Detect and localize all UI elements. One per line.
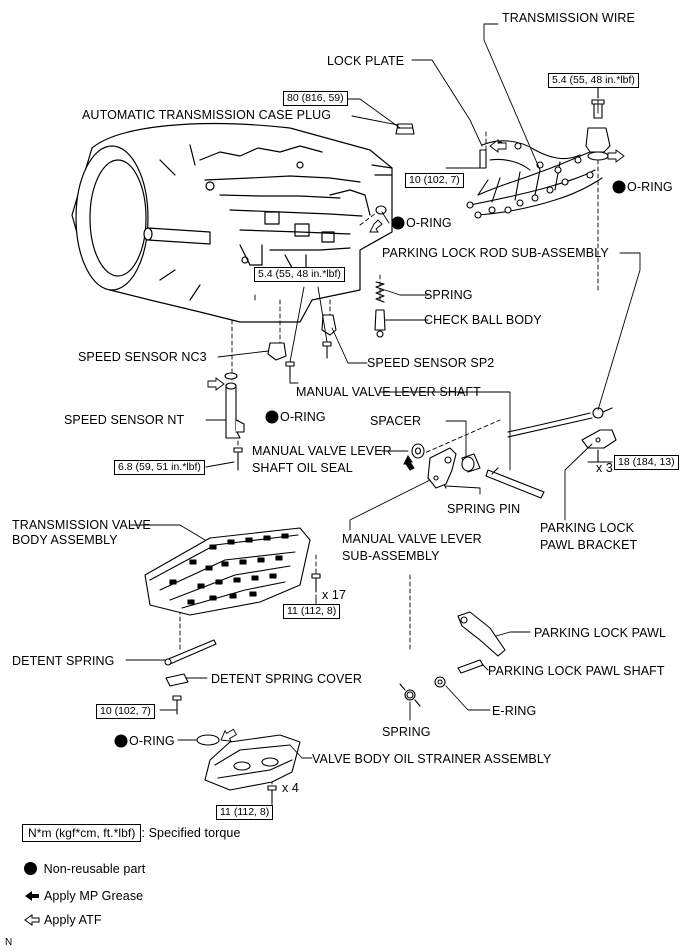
torque-box: 11 (112, 8) [283, 604, 341, 619]
legend-non-reusable-text: Non-reusable part [43, 862, 146, 876]
label-o-ring-3: O-RING [280, 410, 326, 424]
label-manual-valve-lever-shaft: MANUAL VALVE LEVER SHAFT [296, 385, 481, 399]
torque-box: 6.8 (59, 51 in.*lbf) [114, 460, 205, 475]
atf-arrow-2 [607, 149, 625, 163]
label-pawl-bracket-1: PARKING LOCK [540, 521, 635, 535]
oil-seal [411, 443, 425, 459]
oil-strainer [204, 734, 301, 804]
pawl-shaft [457, 659, 484, 674]
spacer [461, 453, 481, 473]
label-check-ball-body: CHECK BALL BODY [424, 313, 542, 327]
legend-torque: N*m (kgf*cm, ft.*lbf): Specified torque [22, 824, 241, 842]
atf-arrow-1 [489, 139, 507, 153]
atf-arrow-4 [207, 377, 225, 391]
label-spring-pin: SPRING PIN [447, 502, 521, 516]
speed-sensor-sp2 [321, 314, 337, 359]
grease-arrow [403, 455, 415, 471]
legend-torque-text: : Specified torque [141, 826, 241, 840]
o-ring-dot-1 [391, 216, 405, 230]
torque-box: 11 (112, 8) [216, 805, 274, 820]
o-ring-dot-3 [265, 410, 279, 424]
label-speed-sensor-sp2: SPEED SENSOR SP2 [367, 356, 495, 370]
speed-sensor-nc3 [267, 342, 295, 379]
torque-box: 80 (816, 59) [283, 91, 348, 106]
torque-box: 10 (102, 7) [96, 704, 155, 719]
torsion-spring [399, 683, 421, 707]
parking-lock-pawl [457, 611, 506, 657]
label-o-ring-2: O-RING [627, 180, 673, 194]
label-valve-body-1: TRANSMISSION VALVE [12, 518, 151, 532]
footer-code: N [5, 937, 13, 948]
legend-mp-grease: Apply MP Grease [24, 889, 143, 903]
label-valve-body-2: BODY ASSEMBLY [12, 533, 118, 547]
speed-sensor-nt [224, 372, 245, 471]
manual-valve-lever-shaft [485, 467, 545, 499]
manual-valve-lever [427, 447, 457, 489]
label-transmission-wire: TRANSMISSION WIRE [502, 11, 635, 25]
torque-box: 10 (102, 7) [405, 173, 464, 188]
torque-box: 5.4 (55, 48 in.*lbf) [548, 73, 639, 88]
wire-connector [585, 87, 611, 161]
label-pawl-bracket-2: PAWL BRACKET [540, 538, 638, 552]
label-detent-spring-cover: DETENT SPRING COVER [211, 672, 362, 686]
label-pawl-shaft: PARKING LOCK PAWL SHAFT [488, 664, 665, 678]
label-oil-strainer: VALVE BODY OIL STRAINER ASSEMBLY [312, 752, 552, 766]
label-lock-plate: LOCK PLATE [327, 54, 405, 68]
legend-atf-text: Apply ATF [44, 913, 102, 927]
legend-atf: Apply ATF [24, 913, 102, 927]
case-plug [395, 123, 415, 135]
label-spring-2: SPRING [382, 725, 431, 739]
hollow-arrow-icon [24, 914, 40, 926]
legend-torque-box: N*m (kgf*cm, ft.*lbf) [22, 824, 142, 842]
label-qty-x4: x 4 [282, 781, 299, 795]
parking-lock-rod [507, 407, 613, 438]
legend-mp-grease-text: Apply MP Grease [44, 889, 144, 903]
transmission-case [71, 123, 393, 323]
detent-spring [164, 639, 217, 666]
label-spring-1: SPRING [424, 288, 473, 302]
label-oil-seal-2: SHAFT OIL SEAL [252, 461, 353, 475]
label-qty-x17: x 17 [322, 588, 347, 602]
e-ring [434, 676, 446, 688]
o-ring-dot-4 [114, 734, 128, 748]
label-manual-valve-lever-2: SUB-ASSEMBLY [342, 549, 440, 563]
label-oil-seal-1: MANUAL VALVE LEVER [252, 444, 392, 458]
label-parking-lock-pawl: PARKING LOCK PAWL [534, 626, 667, 640]
torque-box: 5.4 (55, 48 in.*lbf) [254, 267, 345, 282]
label-spacer: SPACER [370, 414, 422, 428]
label-o-ring-1: O-RING [406, 216, 452, 230]
solid-arrow-icon [25, 891, 39, 901]
label-speed-sensor-nt: SPEED SENSOR NT [64, 413, 185, 427]
transmission-wire [466, 140, 603, 219]
atf-arrow-3 [369, 219, 383, 233]
detent-spring-cover [165, 673, 189, 687]
label-manual-valve-lever-1: MANUAL VALVE LEVER [342, 532, 482, 546]
label-speed-sensor-nc3: SPEED SENSOR NC3 [78, 350, 207, 364]
label-e-ring: E-RING [492, 704, 537, 718]
label-o-ring-4: O-RING [129, 734, 175, 748]
label-qty-x3: x 3 [596, 461, 613, 475]
spring-check-ball [374, 281, 386, 338]
label-detent-spring: DETENT SPRING [12, 654, 115, 668]
legend-non-reusable: Non-reusable part [24, 862, 145, 876]
non-reusable-dot-icon [24, 862, 37, 875]
valve-body [144, 527, 321, 616]
atf-arrow-5 [220, 728, 238, 742]
strainer-o-ring [196, 734, 220, 746]
parking-lock-pawl-bracket [581, 429, 617, 463]
label-case-plug: AUTOMATIC TRANSMISSION CASE PLUG [82, 108, 332, 122]
o-ring-dot-2 [612, 180, 626, 194]
torque-box: 18 (184, 13) [614, 455, 679, 470]
label-parking-lock-rod: PARKING LOCK ROD SUB-ASSEMBLY [382, 246, 609, 260]
